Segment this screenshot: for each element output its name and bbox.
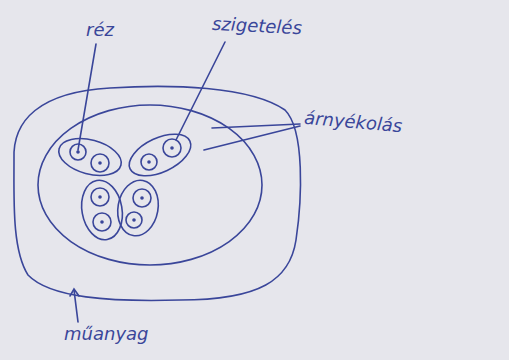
outer-sheath — [14, 86, 301, 300]
insulated-wires — [55, 126, 197, 243]
part-label: réz — [86, 20, 114, 40]
part-label: szigetelés — [212, 14, 303, 38]
leader-lines — [70, 42, 300, 322]
copper-dots — [76, 146, 174, 224]
part-label: árnyékolás — [303, 108, 403, 136]
shield-ring — [38, 105, 262, 265]
part-label: műanyag — [64, 324, 149, 344]
